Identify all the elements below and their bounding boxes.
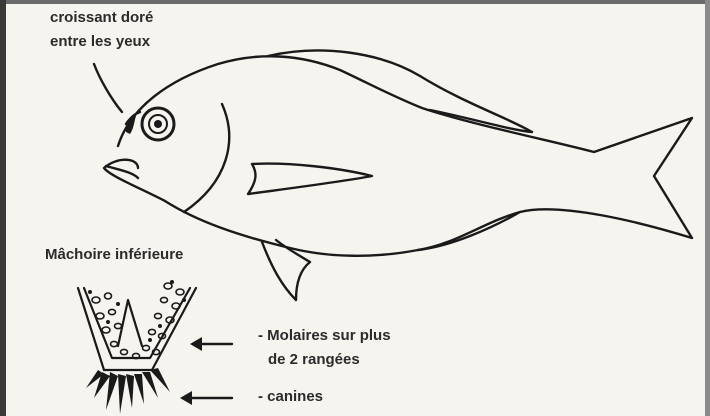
molar — [92, 297, 100, 303]
frame-top — [0, 0, 710, 4]
molar — [143, 345, 150, 350]
molar-dot — [106, 320, 110, 324]
crescent-pointer — [94, 64, 122, 112]
arrow-canines-head — [180, 391, 192, 405]
molar — [115, 323, 122, 328]
label-machoire: Mâchoire inférieure — [45, 243, 183, 267]
pelvic-fin — [262, 240, 310, 300]
molar — [133, 353, 140, 358]
label-molaires-line1: - Molaires sur plus — [258, 324, 391, 348]
frame-left — [0, 0, 6, 416]
molar — [176, 289, 184, 295]
molar-dot — [158, 324, 162, 328]
molar-dot — [116, 302, 120, 306]
molar-dot — [88, 290, 92, 294]
molar — [96, 313, 104, 319]
canines-group — [86, 368, 170, 414]
label-croissant: croissant doré entre les yeux — [50, 6, 153, 54]
arrow-molaires-head — [190, 337, 202, 351]
molar — [111, 341, 118, 346]
molar — [121, 349, 128, 354]
molar — [102, 327, 110, 333]
molar-dot — [182, 298, 186, 302]
canine — [134, 374, 144, 404]
molar — [155, 313, 162, 318]
fish-body-outline — [104, 56, 692, 255]
jaw-inner-notch — [118, 300, 142, 346]
label-canines: - canines — [258, 385, 323, 409]
label-croissant-line2: entre les yeux — [50, 30, 153, 54]
label-molaires-line2: de 2 rangées — [258, 348, 391, 372]
label-croissant-line1: croissant doré — [50, 6, 153, 30]
frame-right — [705, 0, 710, 416]
canine — [126, 374, 134, 408]
molar-dot — [170, 280, 174, 284]
molar — [149, 329, 156, 334]
molar — [164, 283, 172, 289]
dorsal-fin — [268, 50, 532, 132]
molar-dot — [148, 338, 152, 342]
molar — [105, 293, 112, 299]
fish-eye-pupil — [154, 120, 162, 128]
molar — [109, 309, 116, 314]
canine — [118, 374, 126, 414]
pectoral-fin — [248, 164, 372, 194]
molar — [161, 297, 168, 302]
label-molaires: - Molaires sur plus de 2 rangées — [258, 324, 391, 372]
gill-cover — [184, 104, 229, 212]
